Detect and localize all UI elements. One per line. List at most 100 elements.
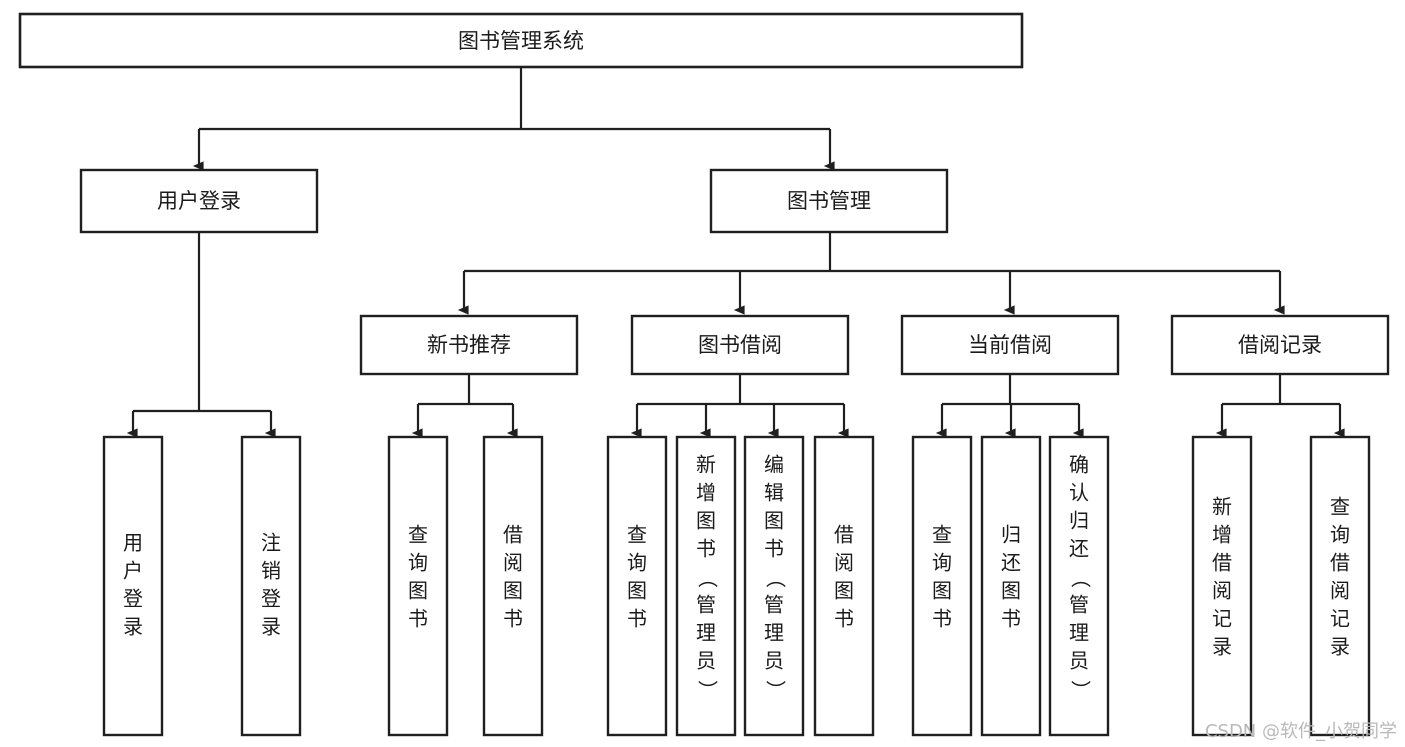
node-leaf-query-book-3-box[interactable] bbox=[911, 435, 973, 737]
svg-text:）: ） bbox=[696, 680, 720, 700]
node-borrow-record-box[interactable] bbox=[1170, 314, 1390, 376]
svg-text:借: 借 bbox=[503, 523, 523, 547]
svg-text:图: 图 bbox=[408, 579, 428, 603]
node-leaf-query-book-2-box[interactable] bbox=[606, 435, 668, 737]
node-new-book-recommend-box[interactable] bbox=[359, 314, 579, 376]
connector-group-new-book-recommend bbox=[411, 374, 518, 438]
svg-text:图: 图 bbox=[627, 579, 647, 603]
connector-group-user-login bbox=[126, 232, 276, 438]
node-user-login-box[interactable] bbox=[79, 168, 319, 234]
svg-text:图: 图 bbox=[834, 579, 854, 603]
svg-text:图: 图 bbox=[764, 509, 784, 533]
svg-text:员: 员 bbox=[696, 649, 716, 673]
svg-text:（: （ bbox=[696, 568, 720, 588]
node-leaf-user-login-box[interactable] bbox=[102, 435, 164, 737]
svg-text:书: 书 bbox=[503, 607, 523, 631]
node-leaf-borrow-book-1-box[interactable] bbox=[482, 435, 544, 737]
node-book-borrow-box[interactable] bbox=[630, 314, 850, 376]
svg-text:理: 理 bbox=[1069, 621, 1089, 645]
svg-text:记: 记 bbox=[1212, 607, 1232, 631]
svg-text:归: 归 bbox=[1069, 509, 1089, 533]
node-leaf-user-login[interactable]: 用户登录 bbox=[102, 435, 164, 737]
svg-text:登: 登 bbox=[261, 587, 281, 611]
node-current-borrow[interactable]: 当前借阅 bbox=[900, 314, 1120, 376]
node-book-management[interactable]: 图书管理 bbox=[709, 168, 949, 234]
svg-text:阅: 阅 bbox=[834, 551, 854, 575]
svg-text:确: 确 bbox=[1069, 453, 1089, 477]
svg-text:录: 录 bbox=[1212, 635, 1232, 659]
node-leaf-confirm-return-box[interactable] bbox=[1048, 435, 1110, 737]
node-user-login[interactable]: 用户登录 bbox=[79, 168, 319, 234]
svg-text:录: 录 bbox=[1330, 635, 1350, 659]
node-leaf-borrow-book-2-box[interactable] bbox=[813, 435, 875, 737]
svg-text:新: 新 bbox=[1212, 495, 1232, 519]
svg-text:辑: 辑 bbox=[764, 481, 784, 505]
svg-text:查: 查 bbox=[1330, 495, 1350, 519]
node-new-book-recommend[interactable]: 新书推荐 bbox=[359, 314, 579, 376]
node-book-borrow-label: 图书借阅 bbox=[698, 333, 782, 357]
node-current-borrow-box[interactable] bbox=[900, 314, 1120, 376]
connector-group-borrow-record bbox=[1215, 374, 1345, 438]
svg-text:）: ） bbox=[764, 680, 788, 700]
svg-text:阅: 阅 bbox=[1212, 579, 1232, 603]
svg-text:登: 登 bbox=[123, 587, 143, 611]
svg-text:管: 管 bbox=[764, 593, 784, 617]
node-leaf-query-book-1-box[interactable] bbox=[387, 435, 449, 737]
svg-text:注: 注 bbox=[261, 531, 281, 555]
node-leaf-add-book-box[interactable] bbox=[675, 435, 737, 737]
node-leaf-return-book-box[interactable] bbox=[980, 435, 1042, 737]
node-user-login-label: 用户登录 bbox=[157, 189, 241, 213]
svg-text:还: 还 bbox=[1069, 537, 1089, 561]
svg-text:增: 增 bbox=[1212, 523, 1232, 547]
svg-text:理: 理 bbox=[696, 621, 716, 645]
node-leaf-logout-login-box[interactable] bbox=[240, 435, 302, 737]
svg-text:查: 查 bbox=[932, 523, 952, 547]
node-leaf-edit-book-box[interactable] bbox=[743, 435, 805, 737]
svg-text:用: 用 bbox=[123, 531, 143, 555]
svg-text:询: 询 bbox=[408, 551, 428, 575]
svg-text:书: 书 bbox=[408, 607, 428, 631]
svg-text:书: 书 bbox=[764, 537, 784, 561]
svg-text:书: 书 bbox=[1001, 607, 1021, 631]
svg-text:阅: 阅 bbox=[503, 551, 523, 575]
node-borrow-record[interactable]: 借阅记录 bbox=[1170, 314, 1390, 376]
node-book-borrow[interactable]: 图书借阅 bbox=[630, 314, 850, 376]
svg-text:（: （ bbox=[764, 568, 788, 588]
svg-text:编: 编 bbox=[764, 453, 784, 477]
node-root-box[interactable] bbox=[18, 12, 1024, 69]
svg-text:理: 理 bbox=[764, 621, 784, 645]
node-leaf-add-record-box[interactable] bbox=[1191, 435, 1253, 737]
svg-text:图: 图 bbox=[1001, 579, 1021, 603]
svg-text:询: 询 bbox=[932, 551, 952, 575]
svg-text:查: 查 bbox=[627, 523, 647, 547]
svg-text:还: 还 bbox=[1001, 551, 1021, 575]
node-new-book-recommend-label: 新书推荐 bbox=[427, 333, 511, 357]
node-root[interactable]: 图书管理系统 bbox=[18, 12, 1024, 69]
node-book-management-box[interactable] bbox=[709, 168, 949, 234]
svg-text:借: 借 bbox=[834, 523, 854, 547]
node-leaf-query-record-box[interactable] bbox=[1309, 435, 1371, 737]
svg-text:销: 销 bbox=[261, 559, 281, 583]
